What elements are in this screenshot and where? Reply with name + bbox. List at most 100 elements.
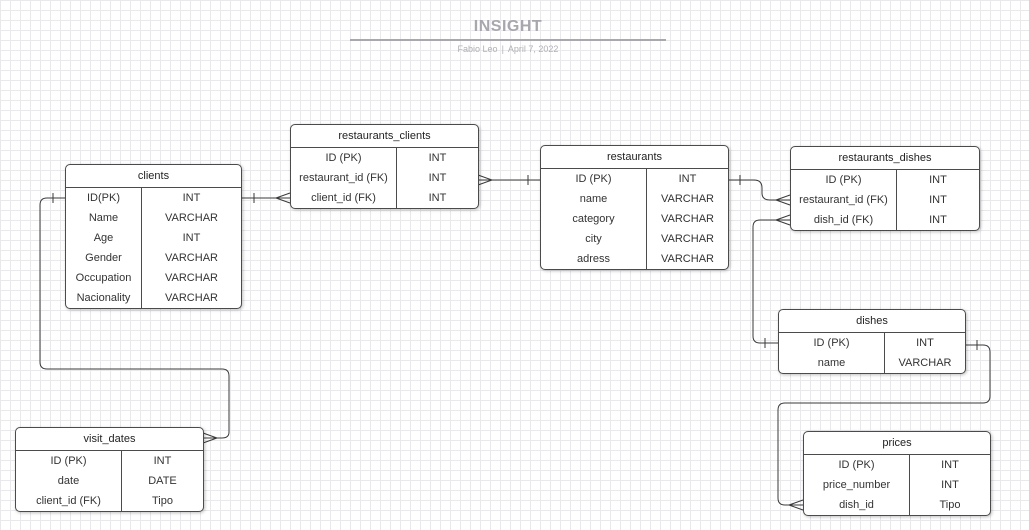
table-row: dish_id Tipo: [804, 495, 990, 515]
table-row: city VARCHAR: [541, 229, 728, 249]
table-row: ID (PK) INT: [779, 333, 965, 353]
field-type: Tipo: [152, 495, 173, 507]
entity-title: dishes: [779, 310, 965, 333]
table-row: name VARCHAR: [541, 189, 728, 209]
field-name: client_id (FK): [291, 188, 397, 208]
field-type: VARCHAR: [165, 252, 218, 264]
field-type: INT: [941, 479, 959, 491]
field-name: restaurant_id (FK): [291, 168, 397, 188]
field-type: VARCHAR: [661, 213, 714, 225]
table-row: name VARCHAR: [779, 353, 965, 373]
table-row: dish_id (FK) INT: [791, 210, 979, 230]
table-row: adress VARCHAR: [541, 249, 728, 269]
field-name: city: [541, 229, 647, 249]
table-row: category VARCHAR: [541, 209, 728, 229]
table-row: client_id (FK) INT: [291, 188, 478, 208]
entity-restaurants-clients[interactable]: restaurants_clients ID (PK) INT restauran…: [290, 124, 479, 209]
table-row: restaurant_id (FK) INT: [791, 190, 979, 210]
field-name: date: [16, 471, 122, 491]
relation-dishes-restaurants-dishes[interactable]: [752, 214, 791, 348]
field-type: INT: [916, 337, 934, 349]
table-row: Nacionality VARCHAR: [66, 288, 241, 308]
entity-visit-dates[interactable]: visit_dates ID (PK)INT date DATE client_i…: [15, 427, 204, 512]
entity-dishes[interactable]: dishes ID (PK) INT name VARCHAR: [778, 309, 966, 374]
field-name: Age: [66, 228, 142, 248]
field-type: VARCHAR: [661, 253, 714, 265]
field-type: VARCHAR: [898, 357, 952, 369]
table-row: ID (PK) INT: [291, 148, 478, 168]
date-label: April 7, 2022: [507, 44, 559, 54]
entity-prices[interactable]: prices ID (PK) INT price_number INT dish_i…: [803, 431, 991, 516]
relation-clients-visit-dates[interactable]: [39, 193, 230, 444]
field-type: VARCHAR: [165, 212, 218, 224]
field-name: name: [541, 189, 647, 209]
field-type: INT: [153, 455, 172, 467]
field-name: ID (PK): [779, 333, 885, 353]
field-type: VARCHAR: [165, 292, 218, 304]
field-name: category: [541, 209, 647, 229]
field-name: adress: [541, 249, 647, 269]
field-name: price_number: [804, 475, 910, 495]
relation-clients-restaurants-clients[interactable]: [241, 192, 291, 204]
table-row: client_id (FK) Tipo: [16, 491, 203, 511]
entity-title: visit_dates: [16, 428, 203, 451]
table-row: ID (PK)INT: [541, 169, 728, 189]
table-row: ID (PK) INT: [791, 170, 979, 190]
field-type: DATE: [148, 475, 177, 487]
field-name: name: [779, 353, 885, 373]
subtitle-separator: |: [501, 44, 504, 54]
field-name: restaurant_id (FK): [791, 190, 897, 210]
field-type: INT: [182, 192, 201, 204]
field-name: dish_id (FK): [791, 210, 897, 230]
relation-restaurants-restaurants-dishes[interactable]: [728, 175, 791, 206]
field-name: dish_id: [804, 495, 910, 515]
table-row: date DATE: [16, 471, 203, 491]
table-row: ID (PK)INT: [16, 451, 203, 471]
field-type: INT: [182, 232, 201, 244]
author-label: Fabio Leo: [457, 44, 498, 54]
table-row: ID (PK) INT: [804, 455, 990, 475]
field-name: ID (PK): [541, 169, 647, 189]
field-name: ID (PK): [804, 455, 910, 475]
field-type: INT: [428, 172, 447, 184]
field-name: ID(PK): [66, 188, 142, 208]
table-row: ID(PK) INT: [66, 188, 241, 208]
entity-title: restaurants_clients: [291, 125, 478, 148]
table-row: Gender VARCHAR: [66, 248, 241, 268]
field-type: VARCHAR: [661, 193, 714, 205]
title-underline: [350, 39, 666, 41]
field-name: ID (PK): [791, 170, 897, 190]
entity-title: restaurants: [541, 146, 728, 169]
table-row: restaurant_id (FK) INT: [291, 168, 478, 188]
table-row: Name VARCHAR: [66, 208, 241, 228]
diagram-title: INSIGHT: [473, 18, 543, 35]
field-type: INT: [929, 214, 947, 226]
field-name: Nacionality: [66, 288, 142, 308]
field-type: INT: [929, 194, 947, 206]
entity-title: restaurants_dishes: [791, 147, 979, 170]
relation-restaurants-clients-restaurants[interactable]: [477, 174, 540, 186]
field-type: INT: [941, 459, 959, 471]
relation-dishes-prices[interactable]: [777, 340, 991, 511]
table-row: Age INT: [66, 228, 241, 248]
field-type: VARCHAR: [165, 272, 218, 284]
field-name: Name: [66, 208, 142, 228]
field-type: INT: [428, 152, 447, 164]
field-type: Tipo: [939, 499, 961, 511]
field-name: Gender: [66, 248, 142, 268]
entity-restaurants-dishes[interactable]: restaurants_dishes ID (PK) INT restaurant…: [790, 146, 980, 231]
table-row: price_number INT: [804, 475, 990, 495]
field-name: Occupation: [66, 268, 142, 288]
field-type: VARCHAR: [661, 233, 714, 245]
field-type: INT: [929, 174, 947, 186]
entity-title: clients: [66, 165, 241, 188]
entity-title: prices: [804, 432, 990, 455]
field-name: client_id (FK): [16, 491, 122, 511]
diagram-subtitle: Fabio Leo|April 7, 2022: [350, 44, 666, 54]
field-name: ID (PK): [291, 148, 397, 168]
table-row: Occupation VARCHAR: [66, 268, 241, 288]
field-type: INT: [428, 192, 447, 204]
